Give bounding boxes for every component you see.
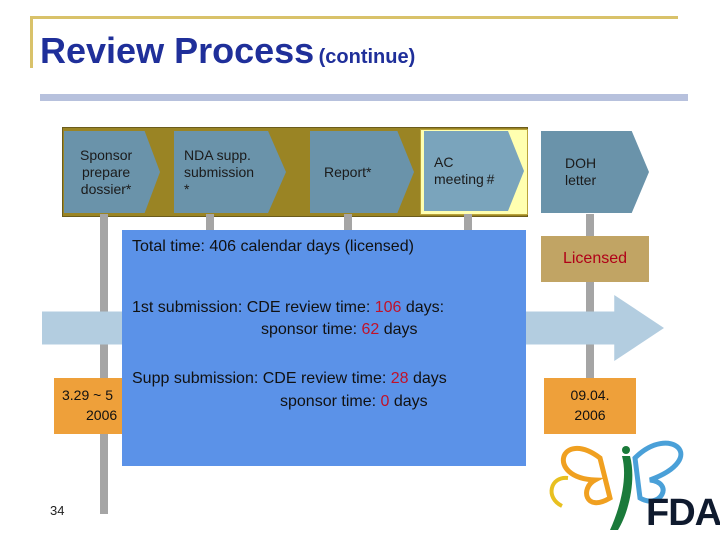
text-segment: days — [389, 393, 428, 410]
first-sponsor-days: 62 — [361, 321, 380, 338]
step-label: AC meeting # — [434, 154, 495, 187]
supp-submission-review: Supp submission: CDE review time: 28 day… — [132, 368, 447, 390]
step-sponsor-prepare-dossier: Sponsor prepare dossier* — [64, 131, 160, 213]
fda-logo-text: FDA — [646, 492, 720, 534]
date-line: 3.29 ~ 5 — [62, 387, 113, 403]
step-ac-meeting: AC meeting # — [424, 131, 524, 211]
timeline-stem-5 — [586, 214, 594, 389]
page-number: 34 — [50, 503, 65, 518]
step-label: DOH letter — [565, 155, 597, 188]
supp-review-days: 28 — [390, 370, 409, 387]
timeline-stem-1 — [100, 214, 108, 514]
title-underline — [40, 94, 688, 101]
title-frame-top — [30, 16, 678, 19]
title-frame-left — [30, 16, 33, 68]
step-label: Report* — [324, 163, 372, 180]
step-label: NDA supp. submission * — [184, 146, 255, 197]
date-line: 2006 — [86, 407, 118, 423]
total-time-text: Total time: 406 calendar days (licensed) — [132, 238, 414, 255]
date-line: 2006 — [574, 407, 606, 423]
first-submission-review: 1st submission: CDE review time: 106 day… — [132, 297, 444, 319]
text-segment: days: — [401, 299, 445, 316]
first-review-days: 106 — [374, 299, 402, 316]
text-segment: days — [379, 321, 418, 338]
step-nda-supp-submission: NDA supp. submission * — [174, 131, 286, 213]
fda-butterfly-logo-icon — [549, 440, 684, 530]
slide-title: Review Process (continue) — [40, 30, 415, 72]
text-segment: sponsor time: — [280, 393, 381, 410]
date-line: 09.04. — [570, 387, 610, 403]
step-label: Sponsor prepare dossier* — [80, 146, 133, 197]
step-doh-letter: DOH letter — [541, 131, 649, 213]
text-segment: sponsor time: — [261, 321, 362, 338]
text-segment: days — [408, 370, 447, 387]
text-segment: Supp submission: CDE review time: — [132, 370, 391, 387]
supp-sponsor-days: 0 — [380, 393, 390, 410]
slide-title-suffix: (continue) — [318, 46, 416, 68]
licensed-badge: Licensed — [541, 236, 649, 282]
licensed-label: Licensed — [562, 250, 628, 267]
supp-submission-sponsor: sponsor time: 0 days — [280, 391, 428, 413]
first-submission-sponsor: sponsor time: 62 days — [261, 319, 418, 341]
step-report: Report* — [310, 131, 414, 213]
slide-title-main: Review Process — [40, 30, 315, 71]
date-box-license: 09.04. 2006 — [544, 378, 636, 434]
text-segment: 1st submission: CDE review time: — [132, 299, 375, 316]
date-box-submission: 3.29 ~ 5 2006 — [54, 378, 124, 434]
summary-overlay: Total time: 406 calendar days (licensed)… — [122, 230, 526, 466]
